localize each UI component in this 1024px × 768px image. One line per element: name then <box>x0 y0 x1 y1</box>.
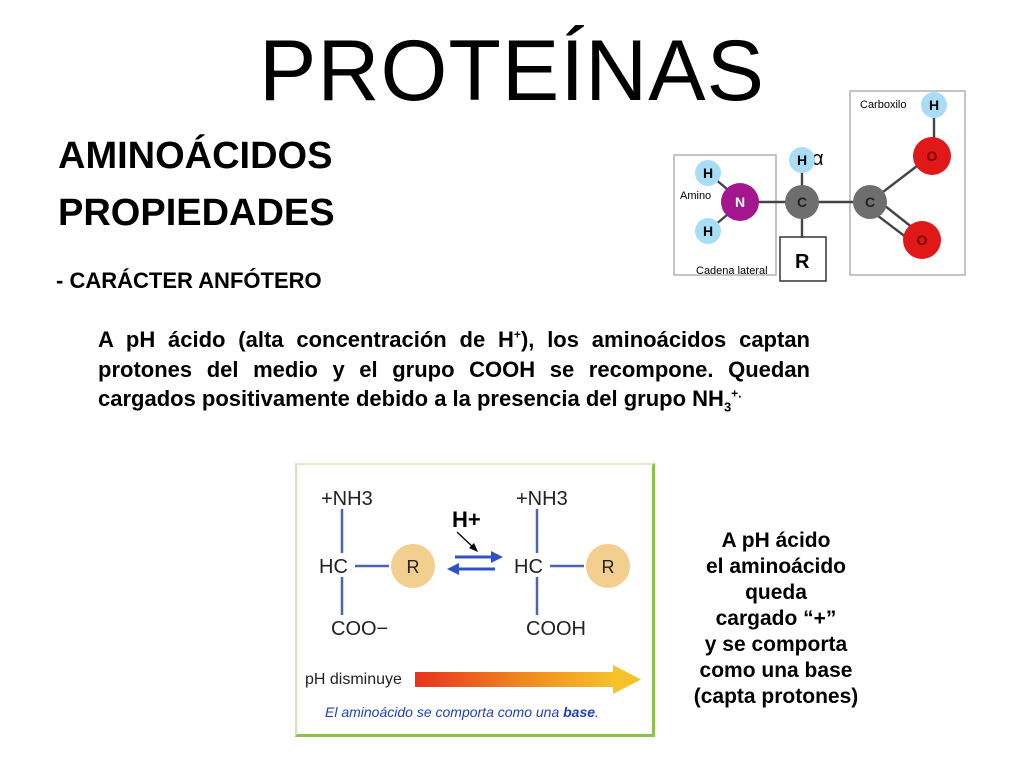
r-group-label: R <box>795 251 810 273</box>
amino-label: Amino <box>680 190 711 202</box>
oxygen-atom <box>903 221 941 259</box>
right-hc-label: HC <box>514 556 543 578</box>
caption-text: El aminoácido se comporta como una <box>325 704 563 720</box>
reaction-diagram: +NH3 HC R COO− H+ +NH3 HC R COOH pH d <box>295 463 655 737</box>
left-r-group <box>391 544 435 588</box>
caption-bold: base <box>563 704 595 720</box>
left-r-label: R <box>407 557 420 577</box>
side-chain-label: Cadena lateral <box>696 265 768 277</box>
body-sub-1: 3 <box>723 399 732 415</box>
carbon-label: C <box>797 194 807 210</box>
nitrogen-label: N <box>735 194 745 210</box>
caption-end: . <box>595 704 599 720</box>
side-note-line: cargado “+” <box>715 607 837 630</box>
oxygen-label: O <box>917 232 928 248</box>
carboxyl-group-box <box>849 90 966 276</box>
left-amine-label: +NH3 <box>321 488 373 510</box>
body-sup-1: + <box>513 327 521 342</box>
reaction-caption: El aminoácido se comporta como una base. <box>325 704 599 720</box>
ph-label: pH disminuye <box>305 671 402 688</box>
hydrogen-label: H <box>929 97 939 113</box>
right-r-label: R <box>602 557 615 577</box>
amino-acid-structure: Carboxilo Amino Cadena lateral α R H H H… <box>673 90 966 282</box>
right-molecule: +NH3 HC R COOH <box>514 488 630 640</box>
side-note-line: el aminoácido <box>705 555 847 578</box>
r-group-box <box>779 236 827 282</box>
carboxyl-label: Carboxilo <box>860 99 906 111</box>
body-paragraph: A pH ácido (alta concentración de H+), l… <box>98 325 810 414</box>
proton-label: H+ <box>452 507 481 532</box>
side-note-line: A pH ácido <box>721 529 831 552</box>
subsection-heading: PROPIEDADES <box>58 192 335 234</box>
right-amine-label: +NH3 <box>516 488 568 510</box>
bonds <box>707 105 936 245</box>
oxygen-label: O <box>927 148 938 164</box>
reverse-arrow-head <box>447 563 459 575</box>
ph-arrow-head <box>613 665 641 694</box>
right-carboxyl-label: COOH <box>526 618 586 640</box>
hydrogen-atom <box>789 147 815 173</box>
hydrogen-label: H <box>703 223 713 239</box>
alpha-label: α <box>812 148 824 170</box>
body-sup-2: +. <box>731 386 742 401</box>
hydrogen-atom <box>695 160 721 186</box>
left-carboxylate-label: COO− <box>331 618 388 640</box>
side-note-line: queda <box>745 581 807 604</box>
slide-title: PROTEÍNAS <box>259 23 765 119</box>
body-text-1: A pH ácido (alta concentración de H <box>98 327 514 352</box>
equilibrium-arrows <box>447 551 503 575</box>
ph-arrow-shaft <box>415 672 615 687</box>
hydrogen-atom <box>921 92 947 118</box>
amino-group-box <box>673 154 777 276</box>
right-r-group <box>586 544 630 588</box>
side-note: A pH ácido el aminoácido queda cargado “… <box>668 528 884 710</box>
carbon-label: C <box>865 194 875 210</box>
nitrogen-atom <box>721 183 759 221</box>
property-heading: - CARÁCTER ANFÓTERO <box>56 268 322 293</box>
carboxyl-carbon-atom <box>853 185 887 219</box>
oxygen-atom <box>913 137 951 175</box>
proton-pointer-head <box>469 543 478 552</box>
left-molecule: +NH3 HC R COO− <box>319 488 435 640</box>
hydrogen-label: H <box>703 165 713 181</box>
side-note-line: (capta protones) <box>693 685 859 708</box>
body-text-2: ), los aminoácidos captan protones del m… <box>98 327 810 411</box>
forward-arrow-head <box>491 551 503 563</box>
side-note-line: como una base <box>699 659 853 682</box>
hydrogen-atom <box>695 218 721 244</box>
alpha-carbon-atom <box>785 185 819 219</box>
hydrogen-label: H <box>797 152 807 168</box>
side-note-line: y se comporta <box>704 633 848 656</box>
left-hc-label: HC <box>319 556 348 578</box>
hydrogen-atoms: H H H H <box>695 92 947 244</box>
section-heading: AMINOÁCIDOS <box>58 135 333 177</box>
